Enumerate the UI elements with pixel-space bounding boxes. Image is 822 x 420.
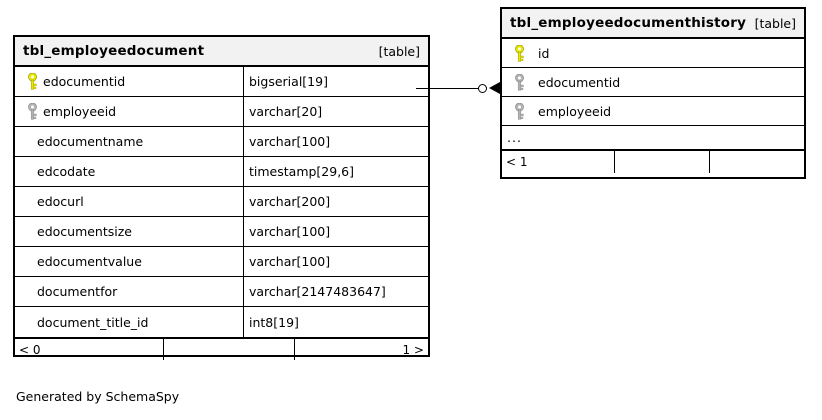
column-name: id <box>538 45 550 61</box>
entity-type-tag: [table] <box>378 43 420 59</box>
column-type: int8[19] <box>243 307 428 337</box>
index-key-icon <box>21 103 43 120</box>
column-name-cell: document_title_id <box>15 307 243 337</box>
column-type: varchar[20] <box>243 97 428 126</box>
table-row[interactable]: employeeid <box>502 97 804 126</box>
column-name-cell: employeeid <box>15 97 243 126</box>
table-row[interactable]: edocumentname varchar[100] <box>15 127 428 157</box>
column-name: edocurl <box>37 194 84 209</box>
table-row[interactable]: edcodate timestamp[29,6] <box>15 157 428 187</box>
table-row[interactable]: id <box>502 39 804 68</box>
column-name: employeeid <box>538 103 612 119</box>
generated-by-note: Generated by SchemaSpy <box>16 389 180 404</box>
column-name-cell: documentfor <box>15 277 243 306</box>
relationship-many-arrow-icon <box>489 82 500 94</box>
parent-relations-count[interactable]: < 1 <box>506 155 528 169</box>
column-type: bigserial[19] <box>243 67 428 96</box>
column-type: timestamp[29,6] <box>243 157 428 186</box>
entity-footer: < 0 1 > <box>15 337 428 360</box>
column-name-cell: edocumentid <box>502 68 804 96</box>
footer-middle-cell <box>163 339 294 360</box>
child-relations-count[interactable]: 1 > <box>294 339 428 360</box>
column-name: edocumentname <box>37 134 144 149</box>
column-name: edocumentsize <box>37 224 132 239</box>
column-name-cell: edcodate <box>15 157 243 186</box>
entity-type-tag: [table] <box>754 15 796 31</box>
column-name: edcodate <box>37 164 96 179</box>
entity-title: tbl_employeedocumenthistory <box>510 15 747 31</box>
column-type: varchar[100] <box>243 247 428 276</box>
footer-middle-cell <box>614 151 709 173</box>
column-name-cell: edocumentsize <box>15 217 243 246</box>
more-columns-indicator: ... <box>502 126 804 150</box>
column-type: varchar[100] <box>243 127 428 156</box>
primary-key-icon <box>508 44 530 62</box>
entity-header: tbl_employeedocument [table] <box>15 37 428 67</box>
entity-tbl-employeedocument[interactable]: tbl_employeedocument [table] <box>13 35 430 360</box>
table-row[interactable]: edocumentsize varchar[100] <box>15 217 428 247</box>
column-name-cell: edocurl <box>15 187 243 216</box>
table-row[interactable]: edocurl varchar[200] <box>15 187 428 217</box>
column-name: employeeid <box>43 104 117 119</box>
column-list: id edocumentid <box>502 39 804 150</box>
column-name: edocumentid <box>538 74 621 90</box>
table-row[interactable]: documentfor varchar[2147483647] <box>15 277 428 307</box>
column-type: varchar[100] <box>243 217 428 246</box>
primary-key-icon <box>21 73 43 90</box>
column-name: documentfor <box>37 284 118 299</box>
table-row[interactable]: employeeid varchar[20] <box>15 97 428 127</box>
column-name-cell: edocumentvalue <box>15 247 243 276</box>
table-row[interactable]: edocumentid <box>502 68 804 97</box>
table-row[interactable]: edocumentid bigserial[19] <box>15 67 428 97</box>
column-name-cell: edocumentname <box>15 127 243 156</box>
table-row[interactable]: document_title_id int8[19] <box>15 307 428 337</box>
entity-title: tbl_employeedocument <box>23 43 205 59</box>
parent-relations-count[interactable]: < 0 <box>19 342 41 357</box>
column-name-cell: id <box>502 39 804 67</box>
relationship-zero-marker <box>478 84 487 93</box>
entity-tbl-employeedocumenthistory[interactable]: tbl_employeedocumenthistory [table] <box>500 7 806 179</box>
column-type: varchar[2147483647] <box>243 277 428 306</box>
relationship-line <box>416 88 486 89</box>
table-row[interactable]: edocumentvalue varchar[100] <box>15 247 428 277</box>
entity-footer: < 1 <box>502 150 804 173</box>
entity-header: tbl_employeedocumenthistory [table] <box>502 9 804 39</box>
column-name: edocumentid <box>43 74 126 89</box>
column-name-cell: employeeid <box>502 97 804 125</box>
index-key-icon <box>508 102 530 120</box>
column-type: varchar[200] <box>243 187 428 216</box>
child-relations-count[interactable] <box>709 151 804 173</box>
column-name: document_title_id <box>37 314 149 330</box>
index-key-icon <box>508 73 530 91</box>
column-name-cell: edocumentid <box>15 67 243 96</box>
column-name: edocumentvalue <box>37 254 142 269</box>
column-list: edocumentid bigserial[19] <box>15 67 428 337</box>
